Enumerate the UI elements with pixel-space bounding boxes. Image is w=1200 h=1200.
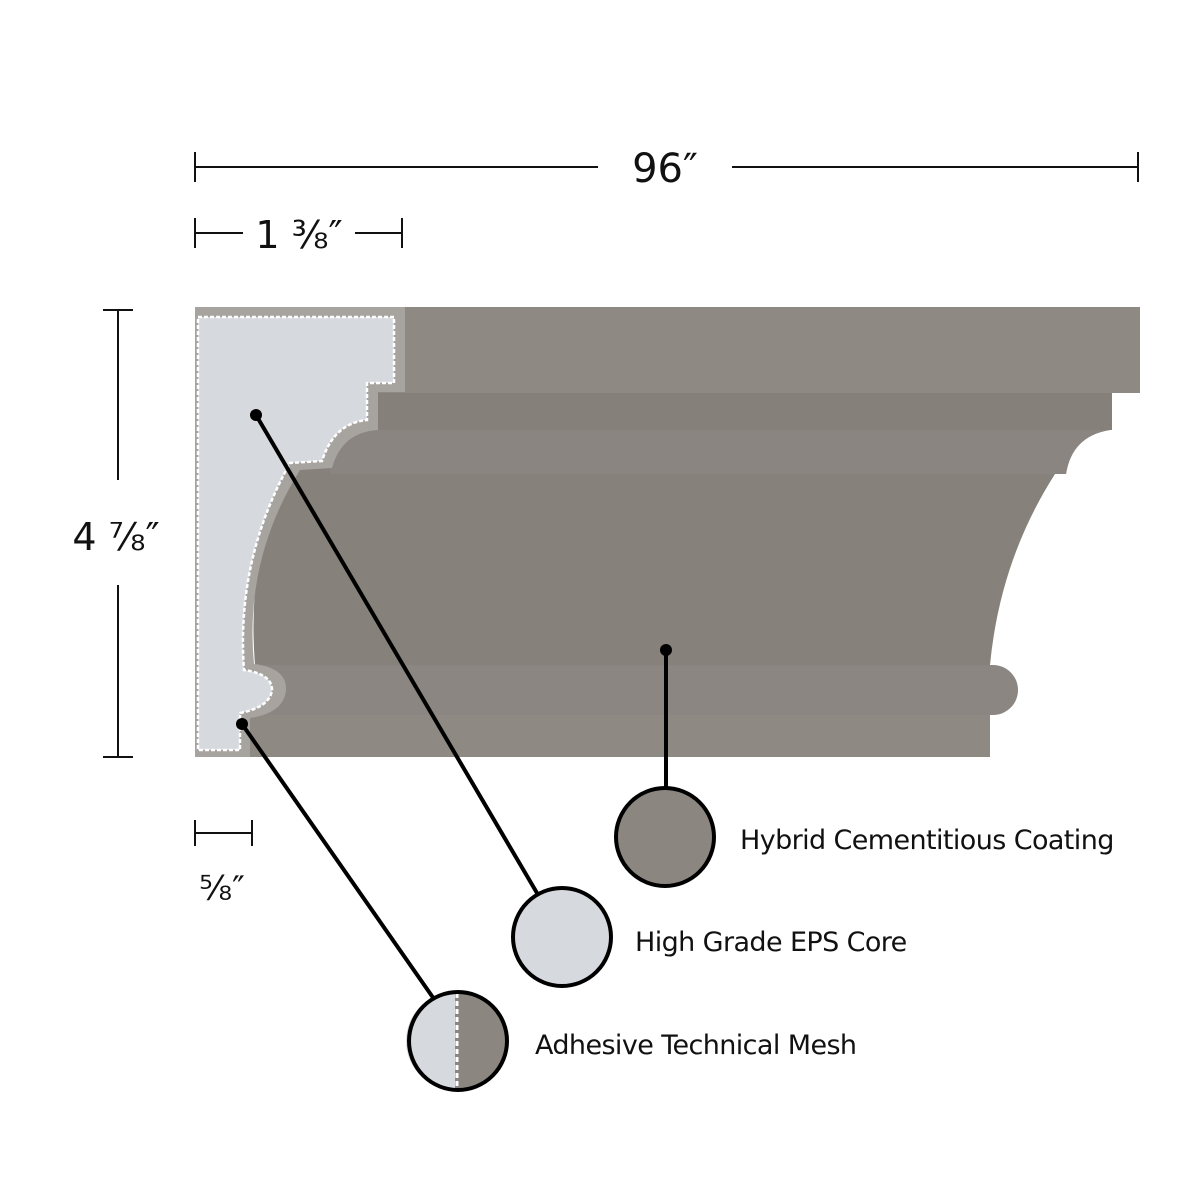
eps-label: High Grade EPS Core: [635, 927, 907, 958]
callout-lines: [240, 413, 668, 1001]
eps-pointer-dot: [250, 409, 262, 421]
watermark: MOULDEX MOULDINGS Beautiful inside: [1065, 489, 1200, 582]
eps-swatch: [511, 886, 613, 988]
moulding-body: [195, 307, 1140, 757]
length-label: 96″: [632, 146, 698, 192]
eps-core-section: [196, 315, 396, 752]
svg-text:MOULDEX: MOULDEX: [1065, 489, 1200, 529]
mesh-swatch: [406, 990, 509, 1092]
bottom-depth-dimension: [194, 820, 253, 846]
height-label: 4 ⅞″: [72, 515, 159, 559]
svg-text:Beautiful inside: Beautiful inside: [1065, 563, 1200, 582]
coating-label: Hybrid Cementitious Coating: [740, 825, 1114, 856]
top-depth-dimension: [194, 218, 403, 248]
cross-section: [195, 307, 405, 757]
mesh-label: Adhesive Technical Mesh: [535, 1030, 856, 1061]
top-depth-label: 1 ⅜″: [255, 213, 342, 257]
coating-pointer-dot: [660, 644, 672, 656]
coating-swatch: [614, 786, 716, 888]
length-dimension: [194, 152, 1139, 182]
height-dimension: [103, 309, 133, 758]
bottom-depth-label: ⅝″: [199, 869, 245, 909]
svg-text:MOULDINGS: MOULDINGS: [1065, 521, 1200, 561]
mesh-pointer-dot: [236, 718, 248, 730]
